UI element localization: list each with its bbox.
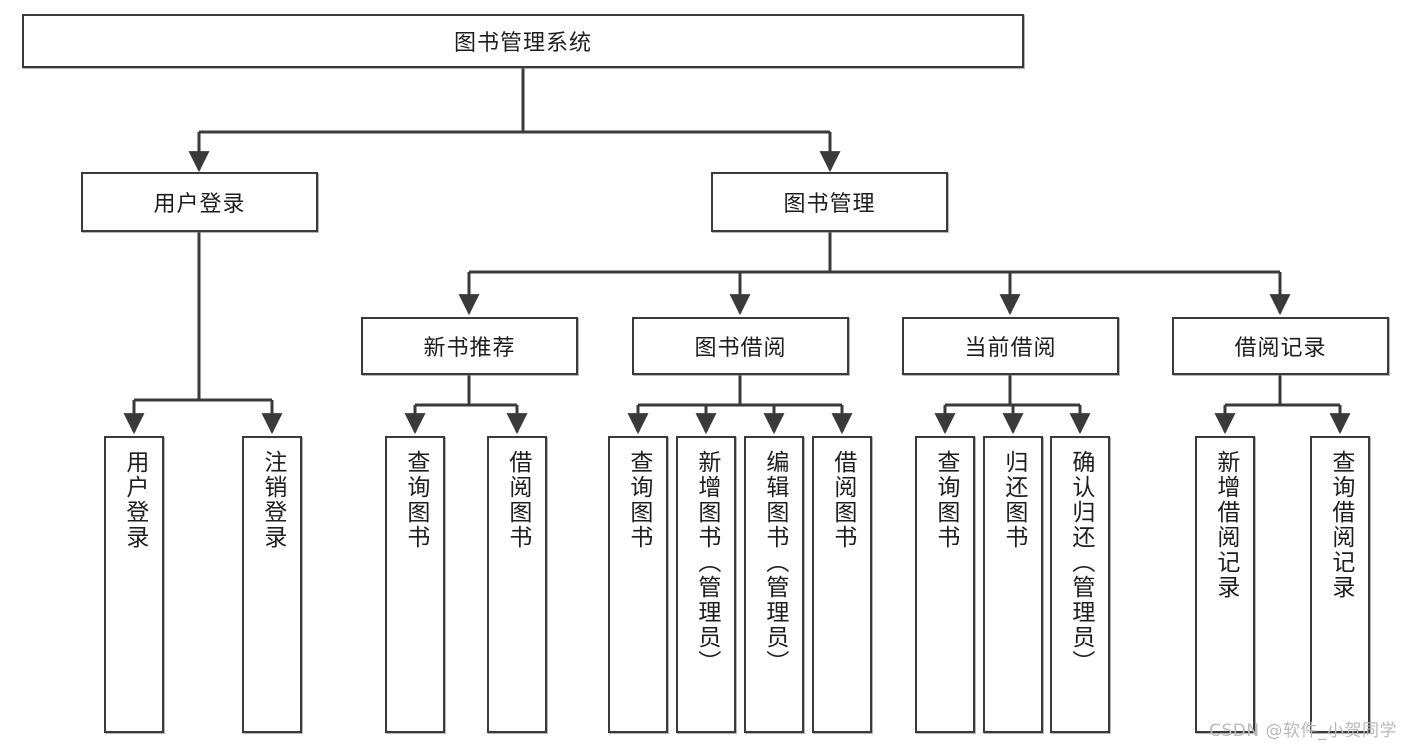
watermark: CSDN @软件_小贺同学 xyxy=(1209,721,1397,741)
node-label: 借阅记录 xyxy=(1234,336,1327,361)
node-leaf-borrow-book-a[interactable]: 借阅图书 xyxy=(487,436,547,733)
node-leaf-user-login[interactable]: 用户登录 xyxy=(104,436,164,733)
node-label: 借阅图书 xyxy=(504,450,531,550)
node-leaf-confirm-return[interactable]: 确认归还（管理员） xyxy=(1050,436,1110,733)
node-label: 编辑图书（管理员） xyxy=(761,450,788,675)
node-root[interactable]: 图书管理系统 xyxy=(22,14,1024,68)
node-borrow-record[interactable]: 借阅记录 xyxy=(1172,317,1389,375)
node-leaf-logout[interactable]: 注销登录 xyxy=(242,436,302,733)
node-label: 借阅图书 xyxy=(829,450,856,550)
node-leaf-query-book-a[interactable]: 查询图书 xyxy=(385,436,445,733)
node-label: 用户登录 xyxy=(153,192,246,217)
node-label: 归还图书 xyxy=(1000,450,1027,550)
node-leaf-add-book[interactable]: 新增图书（管理员） xyxy=(676,436,736,733)
node-label: 图书管理系统 xyxy=(453,31,592,56)
node-label: 图书借阅 xyxy=(694,336,787,361)
node-label: 查询图书 xyxy=(625,450,652,550)
node-leaf-edit-book[interactable]: 编辑图书（管理员） xyxy=(744,436,804,733)
node-leaf-return-book[interactable]: 归还图书 xyxy=(983,436,1043,733)
node-leaf-query-record[interactable]: 查询借阅记录 xyxy=(1310,436,1370,733)
node-user-login[interactable]: 用户登录 xyxy=(81,172,318,232)
node-book-manage[interactable]: 图书管理 xyxy=(711,172,948,232)
node-book-borrow[interactable]: 图书借阅 xyxy=(632,317,849,375)
node-leaf-add-record[interactable]: 新增借阅记录 xyxy=(1195,436,1255,733)
node-current-borrow[interactable]: 当前借阅 xyxy=(902,317,1119,375)
node-label: 查询借阅记录 xyxy=(1327,450,1354,600)
node-leaf-borrow-book-b[interactable]: 借阅图书 xyxy=(812,436,872,733)
node-label: 用户登录 xyxy=(121,450,148,550)
node-label: 图书管理 xyxy=(783,192,876,217)
node-label: 注销登录 xyxy=(259,450,286,550)
node-label: 新书推荐 xyxy=(423,336,516,361)
node-leaf-query-book-c[interactable]: 查询图书 xyxy=(915,436,975,733)
node-label: 新增借阅记录 xyxy=(1212,450,1239,600)
node-label: 查询图书 xyxy=(932,450,959,550)
node-label: 新增图书（管理员） xyxy=(693,450,720,675)
node-leaf-query-book-b[interactable]: 查询图书 xyxy=(608,436,668,733)
node-label: 查询图书 xyxy=(402,450,429,550)
node-label: 当前借阅 xyxy=(964,336,1057,361)
node-label: 确认归还（管理员） xyxy=(1067,450,1094,675)
node-new-book-recommend[interactable]: 新书推荐 xyxy=(361,317,578,375)
